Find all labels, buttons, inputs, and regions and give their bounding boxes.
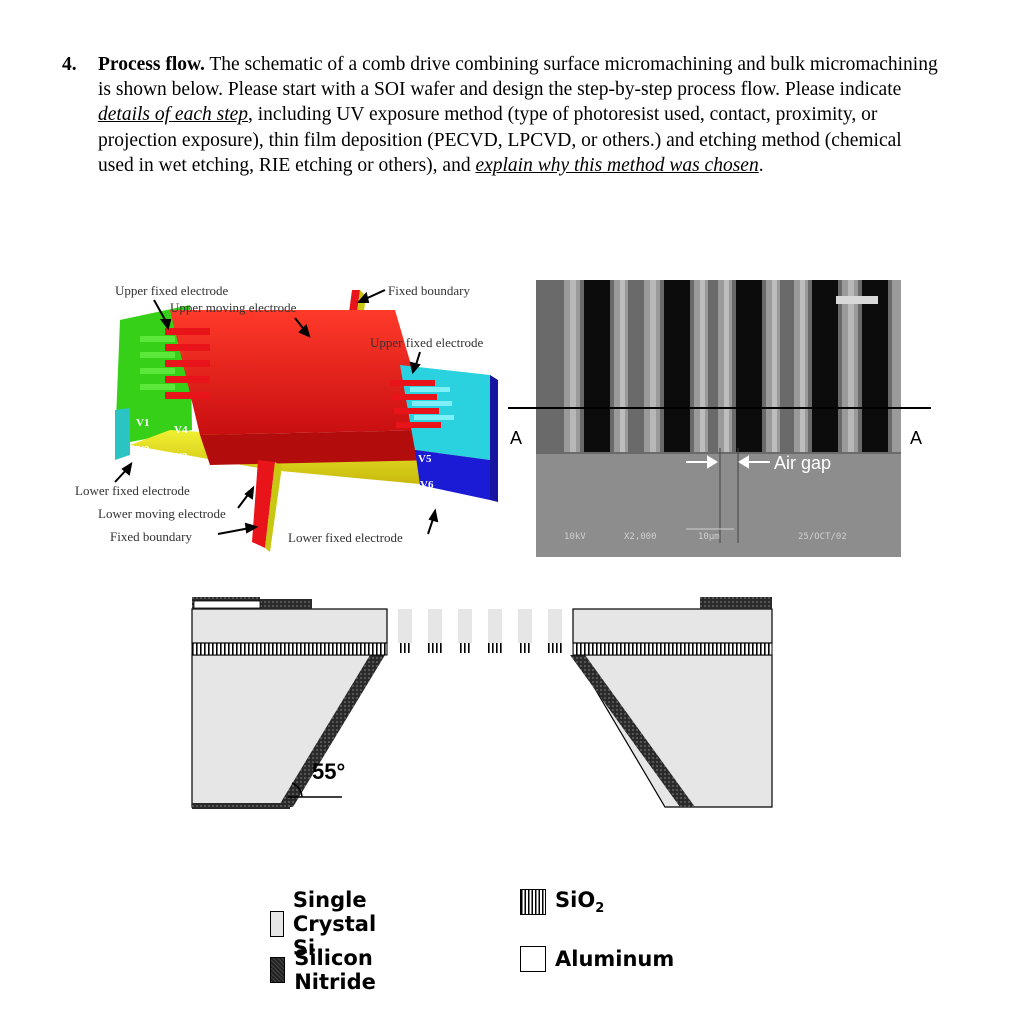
label-fixed-boundary-bottom: Fixed boundary — [110, 529, 192, 544]
single-crystal-si-swatch — [270, 911, 284, 937]
angle-arc — [291, 782, 303, 798]
left-device-layer — [191, 608, 388, 644]
sio2-subscript: 2 — [595, 901, 605, 917]
right-comb-fingers — [390, 380, 454, 428]
voltage-v4: V4 — [174, 424, 188, 436]
emphasis-details: details of each step — [98, 104, 249, 126]
question-text: Process flow. The schematic of a comb dr… — [98, 52, 942, 178]
lower-fixed-electrode-right — [415, 450, 490, 500]
left-oxide-layer — [191, 642, 388, 656]
legend-item-si: Single Crystal Si — [270, 888, 388, 960]
label-lower-fixed-bottom: Lower fixed electrode — [288, 530, 403, 545]
voltage-v1: V1 — [136, 417, 149, 429]
released-fingers — [398, 609, 562, 653]
sem-kv: 10kV — [564, 532, 586, 542]
label-fixed-boundary-top: Fixed boundary — [388, 283, 470, 298]
aluminum-swatch — [520, 946, 546, 972]
section-label-right: A — [910, 428, 922, 448]
comb-drive-3d-figure: V1 V4 V3 V2 V5 V6 Upper fixed electrode … — [75, 283, 498, 552]
right-device-layer — [572, 608, 773, 644]
sem-scale: 10µm — [698, 532, 720, 542]
sem-image: A A Air gap 10kV X2,000 10µm 25/OCT/02 — [508, 280, 931, 557]
right-nitride-sidewall — [570, 655, 695, 807]
sio2-text: SiO — [555, 888, 596, 912]
legend-label-sio2: SiO2 — [555, 888, 604, 916]
voltage-v6: V6 — [420, 479, 434, 491]
right-top-nitride — [700, 597, 772, 609]
upper-moving-electrode — [170, 310, 430, 435]
cross-section-diagram: 55° — [191, 597, 773, 809]
label-upper-fixed-right: Upper fixed electrode — [370, 335, 484, 350]
question-body-1: The schematic of a comb drive combining … — [98, 54, 938, 101]
question-body-2: , including UV exposure method (type of … — [98, 104, 902, 176]
question-title: Process flow. — [98, 54, 205, 75]
left-comb-fingers — [140, 328, 210, 399]
legend-item-aluminum: Aluminum — [520, 946, 674, 972]
voltage-v3: V3 — [136, 444, 150, 456]
fixed-boundary-bottom-post — [252, 460, 275, 548]
left-aluminum-pad — [193, 600, 261, 609]
label-upper-moving: Upper moving electrode — [170, 300, 297, 315]
silicon-nitride-swatch — [270, 957, 286, 983]
label-lower-moving: Lower moving electrode — [98, 506, 226, 521]
legend-label-nitride: Silicon Nitride — [294, 946, 376, 994]
right-oxide-layer — [572, 642, 773, 656]
label-arrows — [114, 289, 439, 535]
angle-label: 55° — [312, 759, 345, 784]
emphasis-explain: explain why this method was chosen — [475, 154, 759, 176]
legend-label-aluminum: Aluminum — [555, 947, 675, 971]
left-nitride-sidewall — [278, 655, 385, 807]
legend-item-sio2: SiO2 — [520, 888, 604, 916]
section-label-left: A — [510, 428, 522, 448]
voltage-v5: V5 — [418, 453, 432, 465]
air-gap-label: Air gap — [774, 453, 831, 473]
legend-label-si: Single Crystal Si — [292, 888, 377, 960]
question-number: 4. — [62, 54, 77, 75]
sem-date: 25/OCT/02 — [798, 532, 847, 542]
voltage-v2: V2 — [174, 451, 188, 463]
question-block: 4. Process flow. The schematic of a comb… — [62, 52, 942, 178]
left-handle-si — [191, 654, 382, 808]
sem-substrate — [536, 454, 901, 557]
sem-magnification: X2,000 — [624, 532, 657, 542]
air-gap-arrows — [686, 455, 770, 469]
label-upper-fixed-left: Upper fixed electrode — [115, 283, 229, 298]
legend-item-nitride: Silicon Nitride — [270, 946, 387, 994]
question-end: . — [758, 154, 764, 176]
sio2-swatch — [520, 889, 546, 916]
label-lower-fixed-left: Lower fixed electrode — [75, 483, 190, 498]
